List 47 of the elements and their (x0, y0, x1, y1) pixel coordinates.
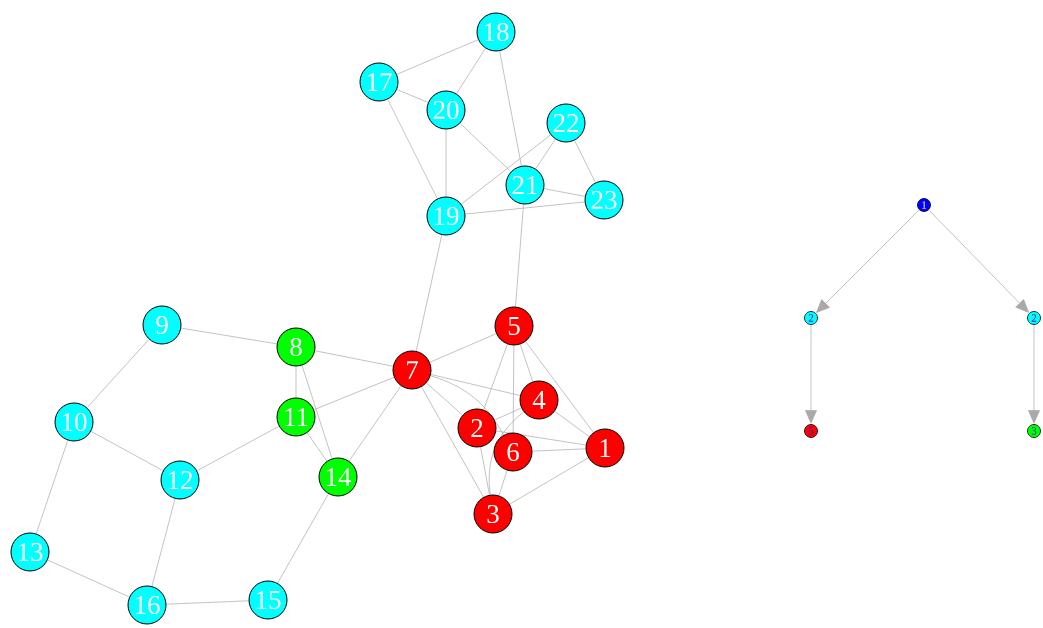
edge-line (314, 350, 394, 367)
edge-line (499, 50, 522, 167)
arrow (816, 209, 920, 313)
edge-line (277, 493, 329, 584)
edge-line (306, 432, 328, 462)
arrow (1028, 324, 1040, 424)
edge-line (90, 431, 164, 471)
edge-line (554, 411, 590, 437)
edge-line (415, 234, 443, 352)
edge-line (498, 470, 508, 496)
edge-line (459, 123, 512, 172)
edge-line (543, 188, 586, 197)
edge-line (421, 386, 484, 498)
edge-line (301, 365, 333, 459)
edge-line (532, 448, 586, 452)
edge-line (494, 407, 522, 421)
edge-line (456, 48, 486, 94)
edge-line (426, 382, 463, 416)
edge-line (86, 339, 150, 408)
edge-line (430, 374, 521, 396)
edge-line (512, 345, 515, 433)
edge-line (525, 341, 594, 433)
edge-line (535, 138, 556, 170)
edge-line (430, 375, 504, 436)
edge-line (495, 430, 587, 446)
edge-line (313, 376, 395, 411)
edge-line (465, 201, 585, 215)
edge-line (574, 140, 596, 183)
edge-line (480, 446, 490, 496)
edge-line (348, 385, 402, 462)
edge-line (461, 134, 551, 205)
edge-line (396, 89, 429, 103)
edge-line (35, 440, 69, 534)
edge-line (519, 344, 534, 382)
edge-line (483, 343, 508, 410)
edge-line (196, 425, 280, 472)
arrow (805, 324, 817, 424)
edge-line (429, 333, 497, 363)
edge-line (387, 99, 438, 199)
edge-line (151, 498, 176, 587)
arrow (928, 209, 1029, 313)
edge-line (509, 457, 589, 505)
edge-line (180, 327, 278, 345)
edge-line (515, 204, 524, 307)
edge-line (47, 559, 130, 598)
edge-line (396, 39, 479, 75)
edge-line (166, 600, 249, 605)
